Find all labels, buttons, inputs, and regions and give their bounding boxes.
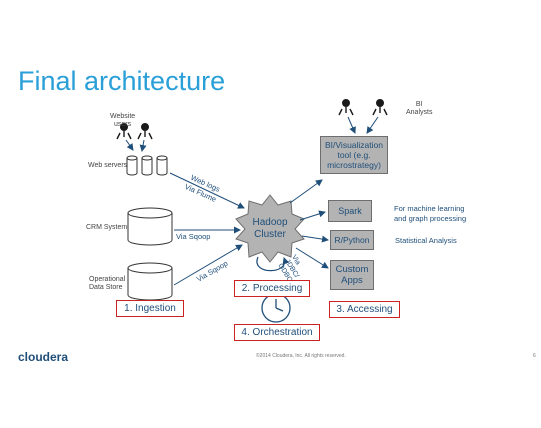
stage-processing: 2. Processing (234, 280, 310, 297)
rpython-box: R/Python (330, 230, 374, 250)
stage-accessing: 3. Accessing (329, 301, 400, 318)
ods-arrow (173, 244, 243, 286)
hadoop-cluster-shape (235, 194, 305, 263)
via-sqoop-crm-label: Via Sqoop (176, 232, 211, 241)
ods-label: Operational Data Store (89, 276, 126, 291)
spark-box: Spark (328, 200, 372, 222)
custom-apps-box: Custom Apps (330, 260, 374, 290)
website-user-icon (137, 123, 153, 140)
crm-database-icon (127, 207, 173, 246)
copyright-text: ©2014 Cloudera, Inc. All rights reserved… (256, 353, 346, 359)
slide-title: Final architecture (18, 66, 226, 96)
spark-description: For machine learning and graph processin… (394, 204, 467, 223)
web-servers-label: Web servers (88, 162, 128, 169)
bi-analyst-icon (372, 99, 388, 116)
web-logs-arrow (169, 172, 245, 209)
rpython-description: Statistical Analysis (395, 236, 457, 245)
cloudera-logo: cloudera (18, 350, 69, 364)
ods-database-icon (127, 262, 173, 301)
clock-icon (261, 293, 291, 323)
processing-loop-arrow (256, 256, 290, 272)
bi-visualization-tool-box: BI/Visualization tool (e.g. microstrateg… (320, 136, 388, 174)
web-server-icon (126, 155, 138, 176)
bi-analysts-label: BI Analysts (406, 101, 433, 116)
web-server-icon (141, 155, 153, 176)
website-user-icon (116, 123, 132, 140)
page-number: 6 (533, 353, 536, 359)
stage-orchestration: 4. Orchestration (234, 324, 320, 341)
crm-system-label: CRM System (86, 224, 128, 231)
stage-ingestion: 1. Ingestion (116, 300, 184, 317)
web-server-icon (156, 155, 168, 176)
bi-analyst-icon (338, 99, 354, 116)
website-users-label: Website users (110, 113, 136, 128)
hadoop-cluster-label: Hadoop Cluster (252, 217, 288, 240)
